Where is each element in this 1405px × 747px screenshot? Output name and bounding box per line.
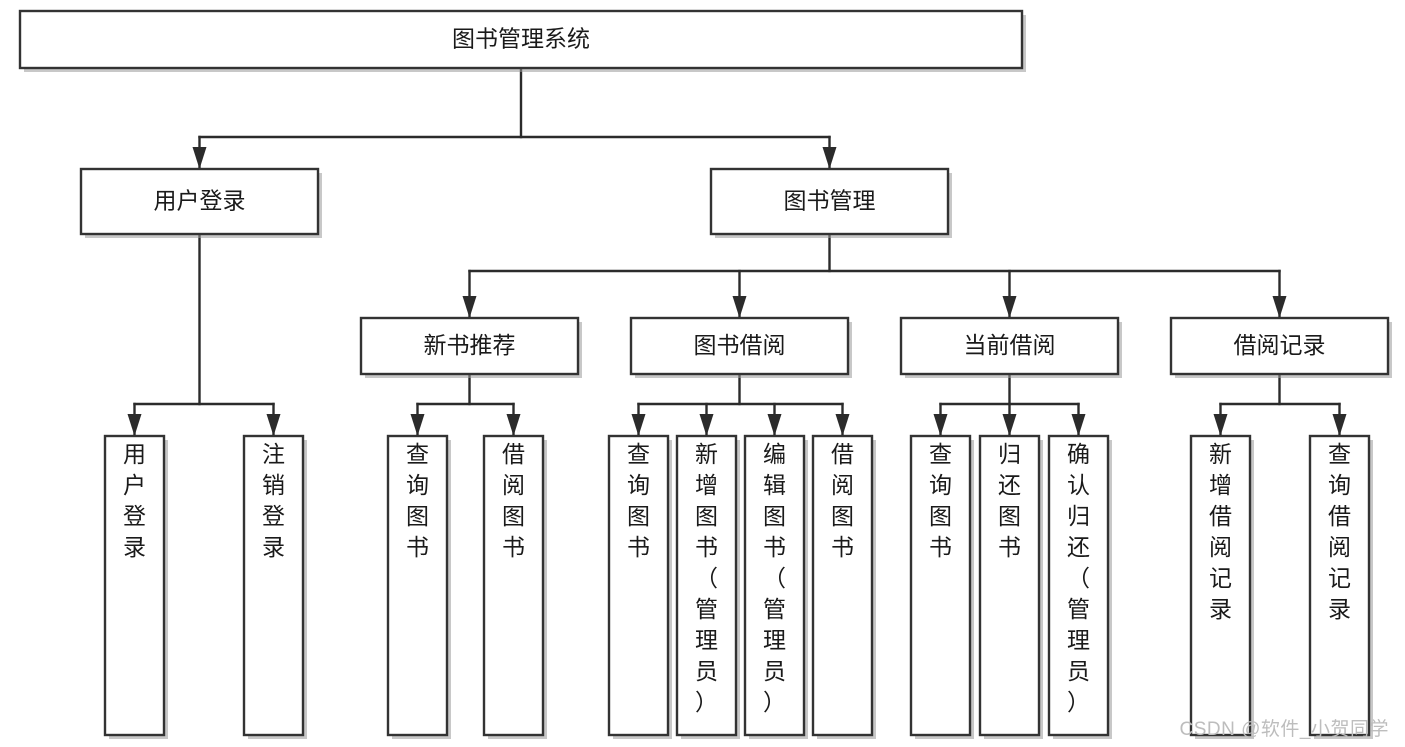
node-label: 查询借阅记录 xyxy=(1328,441,1351,622)
arrow-head-icon xyxy=(835,414,850,436)
arrow-head-icon xyxy=(1002,414,1017,436)
node-label: 查询图书 xyxy=(627,441,650,560)
node-leaf-查询借阅记录[interactable]: 查询借阅记录 xyxy=(1308,434,1373,739)
node-label: 查询图书 xyxy=(406,441,429,560)
node-label: 用户登录 xyxy=(154,188,246,214)
watermark-text: CSDN @软件_小贺同学 xyxy=(1179,719,1389,740)
node-leaf-编辑图书管理员[interactable]: 编辑图书（管理员） xyxy=(743,434,808,739)
node-level2-借阅记录[interactable]: 借阅记录 xyxy=(1169,316,1392,378)
node-level2-当前借阅[interactable]: 当前借阅 xyxy=(899,316,1122,378)
node-leaf-注销登录[interactable]: 注销登录 xyxy=(242,434,307,739)
node-root-图书管理系统[interactable]: 图书管理系统 xyxy=(18,9,1026,72)
node-label: 图书借阅 xyxy=(694,332,786,358)
node-label: 新增图书（管理员） xyxy=(695,441,718,715)
node-label: 借阅图书 xyxy=(502,441,525,560)
node-leaf-查询图书[interactable]: 查询图书 xyxy=(386,434,451,739)
arrow-head-icon xyxy=(822,147,837,169)
node-leaf-新增图书管理员[interactable]: 新增图书（管理员） xyxy=(675,434,740,739)
arrow-head-icon xyxy=(732,296,747,318)
node-leaf-借阅图书[interactable]: 借阅图书 xyxy=(482,434,547,739)
node-leaf-查询图书[interactable]: 查询图书 xyxy=(607,434,672,739)
node-label: 编辑图书（管理员） xyxy=(763,441,786,715)
node-label: 图书管理 xyxy=(784,188,876,214)
node-label: 图书管理系统 xyxy=(452,26,590,52)
arrow-head-icon xyxy=(506,414,521,436)
arrow-head-icon xyxy=(410,414,425,436)
arrow-head-icon xyxy=(1071,414,1086,436)
node-label: 借阅记录 xyxy=(1234,332,1326,358)
node-label: 当前借阅 xyxy=(964,332,1056,358)
node-label: 注销登录 xyxy=(262,441,285,560)
node-leaf-用户登录[interactable]: 用户登录 xyxy=(103,434,168,739)
arrow-head-icon xyxy=(127,414,142,436)
arrow-head-icon xyxy=(462,296,477,318)
node-leaf-查询图书[interactable]: 查询图书 xyxy=(909,434,974,739)
arrow-head-icon xyxy=(631,414,646,436)
arrow-head-icon xyxy=(266,414,281,436)
node-label: 新增借阅记录 xyxy=(1209,441,1232,622)
node-level2-新书推荐[interactable]: 新书推荐 xyxy=(359,316,582,378)
node-leaf-确认归还管理员[interactable]: 确认归还（管理员） xyxy=(1047,434,1112,739)
node-leaf-归还图书[interactable]: 归还图书 xyxy=(978,434,1043,739)
node-label: 新书推荐 xyxy=(424,332,516,358)
node-label: 用户登录 xyxy=(123,441,146,560)
node-level1-图书管理[interactable]: 图书管理 xyxy=(709,167,952,238)
node-label: 归还图书 xyxy=(998,441,1021,560)
node-label: 借阅图书 xyxy=(831,441,854,560)
arrow-head-icon xyxy=(1213,414,1228,436)
node-label: 查询图书 xyxy=(929,441,952,560)
arrow-head-icon xyxy=(192,147,207,169)
node-leaf-新增借阅记录[interactable]: 新增借阅记录 xyxy=(1189,434,1254,739)
node-label: 确认归还（管理员） xyxy=(1067,441,1090,715)
arrow-head-icon xyxy=(1332,414,1347,436)
node-layer: 图书管理系统用户登录图书管理用户登录注销登录新书推荐查询图书借阅图书图书借阅查询… xyxy=(18,9,1392,739)
connector-layer xyxy=(127,66,1347,436)
arrow-head-icon xyxy=(933,414,948,436)
arrow-head-icon xyxy=(1002,296,1017,318)
node-level2-图书借阅[interactable]: 图书借阅 xyxy=(629,316,852,378)
node-leaf-借阅图书[interactable]: 借阅图书 xyxy=(811,434,876,739)
arrow-head-icon xyxy=(1272,296,1287,318)
node-level1-用户登录[interactable]: 用户登录 xyxy=(79,167,322,238)
arrow-head-icon xyxy=(767,414,782,436)
arrow-head-icon xyxy=(699,414,714,436)
